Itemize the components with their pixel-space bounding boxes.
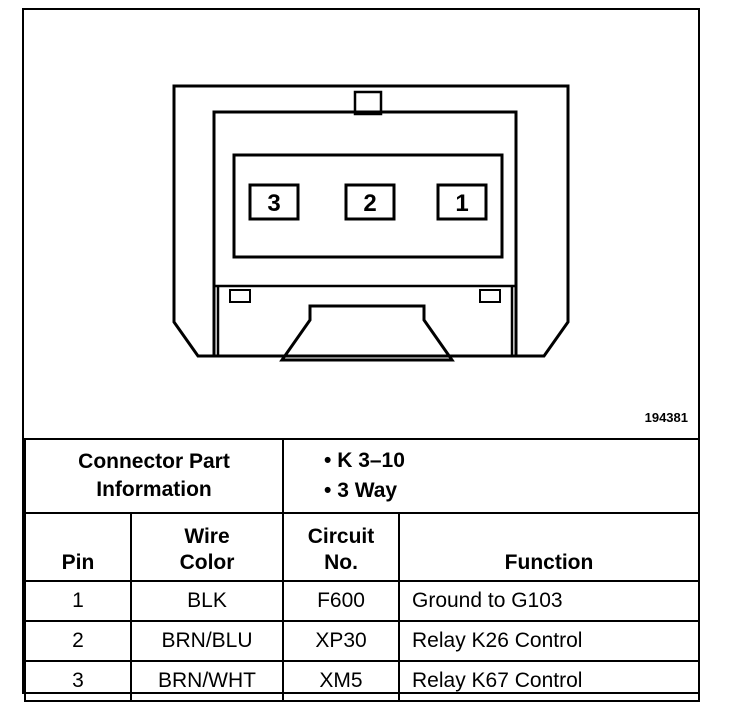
row-1-wire-color: BLK (130, 580, 284, 622)
pin-3-cavity (248, 183, 300, 221)
row-2-circuit: XP30 (282, 620, 400, 662)
header-circuit-line1: Circuit (307, 525, 375, 548)
table-row: 2 BRN/BLU XP30 Relay K26 Control (24, 620, 700, 662)
way-count: 3 Way (337, 479, 398, 502)
right-lock-tab (479, 289, 501, 303)
header-function-text: Function (504, 551, 594, 574)
table-row: 1 BLK F600 Ground to G103 (24, 580, 700, 622)
header-function: Function (398, 512, 700, 582)
figure-number: 194381 (644, 410, 688, 425)
row-2-function: Relay K26 Control (398, 620, 700, 662)
header-circuit: Circuit No. (282, 512, 400, 582)
connector-info-table: Connector Part Information • K 3–10 • 3 … (24, 438, 700, 702)
part-info-label-line1: Connector Part (78, 450, 230, 473)
row-3-wire-color: BRN/WHT (130, 660, 284, 702)
row-1-pin: 1 (24, 580, 132, 622)
row-3-circuit: XM5 (282, 660, 400, 702)
pin-2-label: 2 (363, 190, 376, 217)
header-pin-text: Pin (61, 551, 95, 574)
part-info-row: Connector Part Information • K 3–10 • 3 … (24, 438, 700, 514)
pin-1-label: 1 (455, 190, 468, 217)
header-pin: Pin (24, 512, 132, 582)
connector-drawing: 3 2 1 (24, 10, 698, 438)
connector-housing (172, 84, 570, 358)
row-2-wire-color: BRN/BLU (130, 620, 284, 662)
row-1-function: Ground to G103 (398, 580, 700, 622)
pin-3-label: 3 (267, 190, 280, 217)
connector-diagram-frame: 3 2 1 194381 Connector Part Information … (22, 8, 700, 702)
row-3-function: Relay K67 Control (398, 660, 700, 702)
table-row: 3 BRN/WHT XM5 Relay K67 Control (24, 660, 700, 702)
header-wire-color-line2: Color (179, 551, 235, 574)
connector-svg: 3 2 1 (172, 84, 570, 362)
connector-inner-body (212, 110, 518, 358)
left-lock-tab (229, 289, 251, 303)
connector-latch-tab (353, 90, 383, 116)
header-circuit-line2: No. (324, 551, 358, 574)
pin-2-cavity (344, 183, 396, 221)
pin-1-cavity (436, 183, 488, 221)
row-1-circuit: F600 (282, 580, 400, 622)
part-info-item: • 3 Way (324, 479, 398, 502)
part-number: K 3–10 (337, 449, 405, 472)
terminal-cavity-block (232, 153, 504, 259)
header-row: Pin Wire Color Circuit No. Function (24, 512, 700, 582)
header-wire-color: Wire Color (130, 512, 284, 582)
row-2-pin: 2 (24, 620, 132, 662)
part-info-item: • K 3–10 (324, 449, 405, 472)
row-3-pin: 3 (24, 660, 132, 702)
part-info-values: • K 3–10 • 3 Way (282, 438, 700, 514)
bottom-key (279, 304, 455, 362)
part-info-label-line2: Information (96, 478, 212, 501)
part-info-label: Connector Part Information (24, 438, 284, 514)
header-wire-color-line1: Wire (184, 525, 230, 548)
